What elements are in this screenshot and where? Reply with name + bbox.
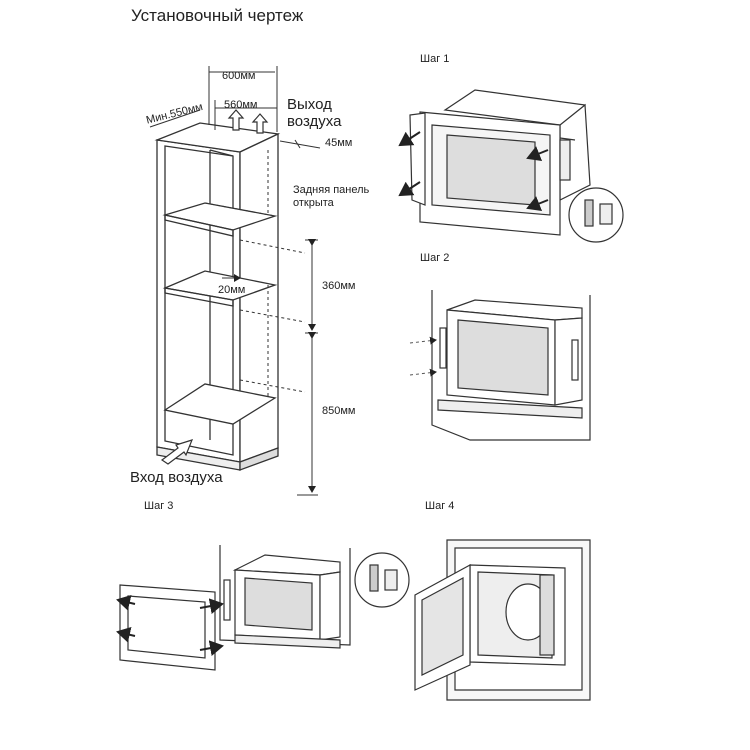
dim-gap: 45мм	[325, 137, 353, 149]
air-out-arrows	[227, 109, 269, 134]
step4-diagram	[414, 539, 591, 701]
air-in-arrow	[160, 439, 194, 465]
step-3-label: Шаг 3	[144, 500, 174, 512]
dim-floor-height: 850мм	[322, 405, 356, 417]
step3-diagram	[119, 545, 351, 671]
dim-shelf-gap: 20мм	[218, 284, 246, 296]
step1-diagram	[409, 89, 591, 236]
step-2-label: Шаг 2	[420, 252, 450, 264]
step2-diagram	[431, 290, 591, 441]
air-out-label-line2: воздуха	[287, 113, 342, 130]
step-4-label: Шаг 4	[425, 500, 455, 512]
back-panel-label-line2: открыта	[293, 197, 334, 209]
diagram-title: Установочный чертеж	[131, 6, 304, 25]
step-1-label: Шаг 1	[420, 53, 450, 65]
dim-total-width: 600мм	[222, 70, 256, 82]
air-in-label: Вход воздуха	[130, 469, 223, 486]
step1-detail-circle	[568, 187, 624, 243]
step2-arrows	[409, 336, 437, 377]
air-out-label-line1: Выход	[287, 96, 332, 113]
dim-inner-width: 560мм	[224, 99, 258, 111]
back-panel-label-line1: Задняя панель	[293, 184, 370, 196]
step1-arrows	[398, 131, 549, 211]
dimension-lines	[149, 66, 321, 496]
step3-arrows	[116, 594, 224, 657]
dim-niche-height: 360мм	[322, 280, 356, 292]
cabinet-diagram	[154, 122, 306, 471]
step3-detail-circle	[354, 552, 410, 608]
